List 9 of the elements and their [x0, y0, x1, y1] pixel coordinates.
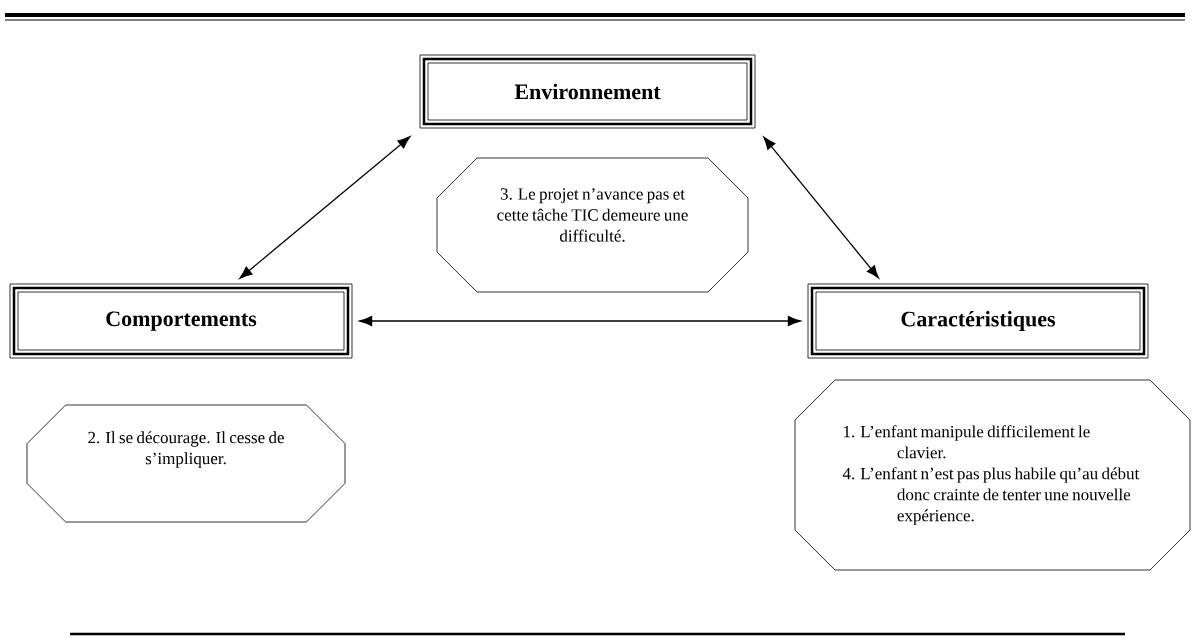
- arrow: [359, 316, 801, 327]
- octagon-box: 3. Le projet n’avance pas et cette tâche TIC demeure une difficulté.: [436, 157, 749, 293]
- octagon-box: 2. Il se décourage. Il cesse de s’impliquer.: [26, 404, 346, 523]
- octagon-box: 1. L’enfant manipule difficilement le clavier. 4. L’enfant n’est pas plus habile qu’au début donc crainte de tenter une nouvelle expérience.: [794, 379, 1191, 571]
- arrow: [763, 136, 879, 279]
- title-frame: Environnement: [419, 54, 756, 129]
- title-frame: Comportements: [9, 283, 353, 359]
- title-frame: Caractéristiques: [807, 283, 1149, 359]
- arrow: [239, 136, 411, 279]
